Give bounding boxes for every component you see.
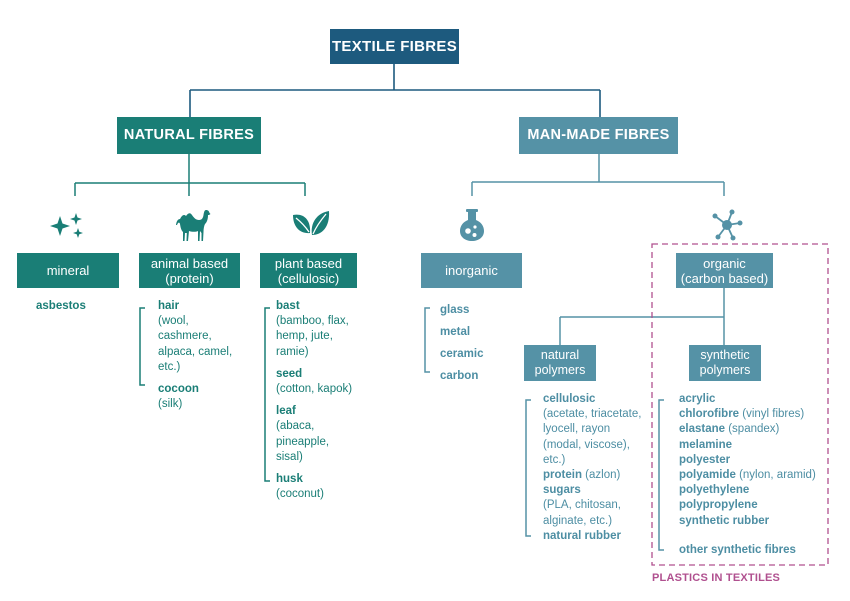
- sugars-detail-1: (PLA, chitosan,: [543, 499, 621, 512]
- mineral-label: mineral: [46, 263, 90, 278]
- plant-based-box: plant based (cellulosic): [260, 253, 357, 288]
- cellulosic-item: cellulosic: [543, 393, 596, 405]
- plastics-in-textiles-label: PLASTICS IN TEXTILES: [652, 572, 781, 584]
- leaf-detail-2: pineapple,: [276, 435, 330, 448]
- asbestos-item: asbestos: [36, 300, 86, 312]
- bast-detail-3: ramie): [276, 345, 309, 358]
- hair-item: hair: [158, 300, 180, 312]
- protein-note: (azlon): [581, 469, 621, 482]
- cocoon-detail-1: (silk): [158, 398, 183, 411]
- synthetic-item: elastane (spandex): [679, 423, 780, 436]
- organic-box: organic (carbon based): [676, 253, 773, 288]
- natural-rubber-item: natural rubber: [543, 529, 621, 542]
- title-box: TEXTILE FIBRES: [330, 29, 459, 64]
- inorganic-box: inorganic: [421, 253, 522, 288]
- organic-label-2: (carbon based): [680, 270, 769, 286]
- glass-item: glass: [440, 304, 470, 316]
- synthetic-polymer-items: acrylic chlorofibre (vinyl fibres) elast…: [679, 392, 816, 529]
- camel-icon: [176, 210, 211, 241]
- synthetic-item: polypropylene: [679, 499, 758, 512]
- cellulosic-detail-3: (modal, viscose),: [543, 438, 630, 451]
- man-made-fibres-box: MAN-MADE FIBRES: [519, 117, 678, 154]
- hair-detail-4: etc.): [158, 360, 181, 373]
- protein-item: protein: [543, 469, 582, 482]
- husk-detail-1: (coconut): [276, 488, 324, 501]
- animal-items: hair (wool, cashmere, alpaca, camel, etc…: [158, 299, 232, 412]
- cellulosic-detail-4: etc.): [543, 453, 566, 466]
- ceramic-item: ceramic: [440, 348, 484, 360]
- carbon-item: carbon: [440, 370, 479, 382]
- leaf-item: leaf: [276, 405, 296, 418]
- cocoon-item: cocoon: [158, 383, 199, 396]
- synthetic-polymers-label-2: polymers: [699, 363, 751, 377]
- synthetic-item: acrylic: [679, 393, 716, 405]
- seed-detail-1: (cotton, kapok): [276, 383, 353, 396]
- synthetic-polymers-box: synthetic polymers: [689, 345, 761, 381]
- cellulosic-detail-1: (acetate, triacetate,: [543, 408, 642, 421]
- hair-detail-3: alpaca, camel,: [158, 345, 233, 358]
- plant-label-1: plant based: [274, 255, 343, 271]
- sugars-detail-2: alginate, etc.): [543, 514, 613, 527]
- synthetic-item: polyethylene: [679, 484, 750, 497]
- molecule-icon: [712, 209, 743, 241]
- bast-detail-1: (bamboo, flax,: [276, 315, 349, 328]
- inorganic-items: glass metal ceramic carbon: [440, 299, 483, 387]
- leaves-icon: [293, 211, 330, 235]
- natural-fibres-box: NATURAL FIBRES: [117, 117, 261, 154]
- sparkle-icon: [50, 213, 83, 238]
- protein-row: protein (azlon): [543, 468, 641, 483]
- animal-label-2: (protein): [165, 270, 214, 286]
- synthetic-polymers-label-1: synthetic: [700, 348, 750, 362]
- synthetic-item: polyamide (nylon, aramid): [679, 469, 816, 482]
- sugars-item: sugars: [543, 484, 581, 497]
- animal-based-box: animal based (protein): [139, 253, 240, 288]
- natural-polymers-label-1: natural: [540, 348, 580, 362]
- plant-items: bast (bamboo, flax, hemp, jute, ramie) s…: [276, 299, 352, 502]
- synthetic-item: melamine: [679, 438, 733, 451]
- natural-polymers-box: natural polymers: [524, 345, 596, 381]
- metal-item: metal: [440, 326, 471, 338]
- synthetic-item: polyester: [679, 453, 731, 466]
- organic-label-1: organic: [703, 255, 746, 271]
- animal-label-1: animal based: [150, 255, 229, 271]
- seed-item: seed: [276, 367, 303, 380]
- leaf-detail-1: (abaca,: [276, 420, 315, 433]
- synthetic-item: chlorofibre (vinyl fibres): [679, 408, 805, 421]
- inorganic-label: inorganic: [445, 263, 498, 278]
- natural-polymers-label-2: polymers: [534, 363, 586, 377]
- hair-detail-2: cashmere,: [158, 330, 212, 343]
- bast-detail-2: hemp, jute,: [276, 330, 333, 343]
- plant-label-2: (cellulosic): [277, 270, 340, 286]
- other-synthetic-fibres-item: other synthetic fibres: [679, 544, 796, 556]
- flask-icon: [460, 209, 484, 241]
- synthetic-item: synthetic rubber: [679, 514, 770, 527]
- bast-item: bast: [276, 300, 300, 312]
- natural-polymer-items: cellulosic (acetate, triacetate, lyocell…: [543, 392, 641, 544]
- mineral-box: mineral: [17, 253, 119, 288]
- hair-detail-1: (wool,: [158, 315, 189, 328]
- cellulosic-detail-2: lyocell, rayon: [543, 423, 611, 436]
- husk-item: husk: [276, 473, 303, 486]
- leaf-detail-3: sisal): [276, 450, 303, 463]
